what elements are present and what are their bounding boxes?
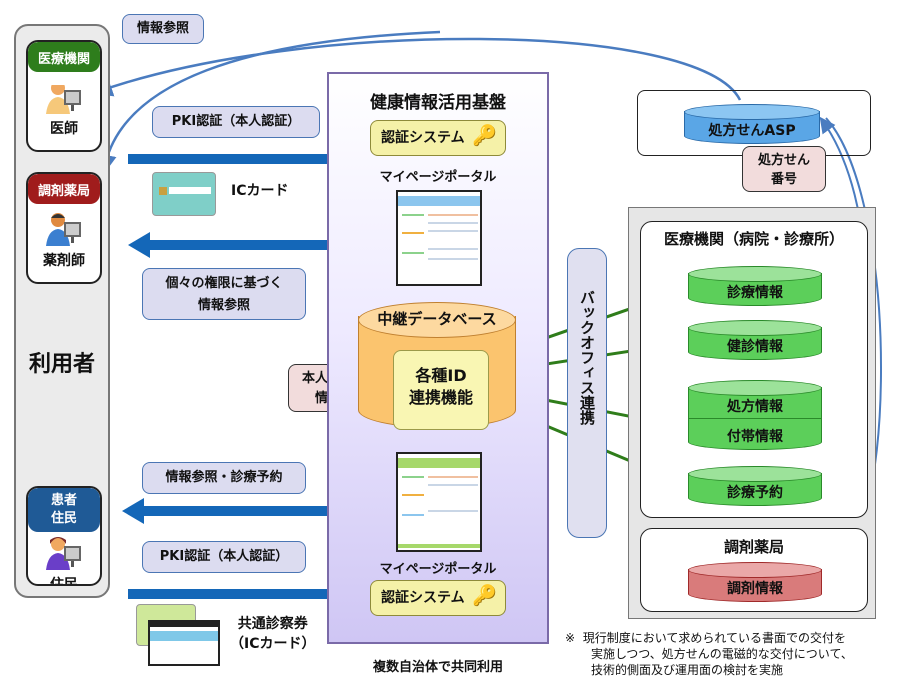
number-line: 処方せん [757, 153, 810, 168]
role-resident: 患者 住民 住民 [26, 486, 102, 586]
pharmacist-icon [44, 210, 84, 248]
db-label: 健診情報 [727, 339, 783, 355]
role-header-line: 患者 [50, 493, 77, 508]
db-label: 調剤情報 [727, 581, 783, 597]
role-header: 患者 住民 [28, 488, 100, 532]
backoffice-label: バックオフィス連携 [578, 290, 596, 425]
prescription-number: 処方せん 番号 [742, 146, 826, 192]
auth-system-top: 認証システム 🔑 [370, 120, 506, 156]
curve-asp-to-pharmacist [96, 30, 441, 175]
portal-screen-top[interactable] [396, 190, 482, 286]
auth-system-label: 認証システム [381, 130, 465, 146]
callout-info-ref-top: 情報参照 [122, 14, 204, 44]
card-label-line: 共通診察券 [237, 616, 308, 632]
ic-card-label: ICカード [231, 183, 289, 199]
asp-label: 処方せんASP [708, 123, 796, 139]
db-label: 診療予約 [727, 485, 783, 501]
callout-info-ref-reserve: 情報参照・診療予約 [142, 462, 306, 494]
relay-database-title: 中継データベース [377, 310, 497, 328]
relay-database-top [358, 302, 516, 338]
prescription-asp-db: 処方せんASP [684, 104, 820, 144]
id-line: 連携機能 [408, 388, 473, 407]
medical-institution-title: 医療機関（病院・診療所） [663, 230, 844, 248]
role-name: 住民 [50, 577, 78, 586]
role-name: 薬剤師 [43, 253, 85, 269]
db-clinical-info: 診療情報 [688, 266, 822, 306]
auth-system-bottom: 認証システム 🔑 [370, 580, 506, 616]
role-name: 医師 [50, 121, 78, 137]
db-label: 処方情報 [727, 399, 783, 415]
note-mark: ※ [565, 631, 576, 645]
ic-card-image [152, 172, 216, 216]
db-checkup-info: 健診情報 [688, 320, 822, 360]
pharmacy-title: 調剤薬局 [723, 538, 784, 556]
db-label: 付帯情報 [727, 429, 783, 445]
portal-label-top: マイページポータル [379, 170, 497, 185]
backoffice-link [567, 248, 607, 538]
resident-icon [44, 534, 84, 572]
users-label: 利用者 [28, 352, 95, 377]
shared-use-label: 複数自治体で共同利用 [372, 660, 503, 675]
role-header-line: 住民 [50, 511, 77, 526]
callout-line: 情報参照 [197, 298, 250, 313]
flow-info-ref [128, 232, 360, 258]
doctor-icon [44, 78, 84, 116]
key-icon: 🔑 [472, 583, 497, 607]
footnote: ※ 現行制度において求められている書面での交付を 実施しつつ、処方せんの電磁的な… [565, 630, 853, 678]
curve-asp-to-doctor [92, 37, 742, 101]
callout-line: 個々の権限に基づく [165, 276, 283, 291]
note-line: 実施しつつ、処方せんの電磁的な交付について、 [591, 647, 853, 661]
db-dispensing-info: 調剤情報 [688, 562, 822, 602]
note-line: 現行制度において求められている書面での交付を [582, 631, 846, 645]
platform-title: 健康情報活用基盤 [370, 93, 506, 113]
role-header: 調剤薬局 [28, 174, 100, 204]
db-prescription-info: 処方情報 付帯情報 [688, 380, 822, 450]
card-label-line: （ICカード） [230, 636, 316, 652]
id-linkage-function: 各種ID 連携機能 [393, 350, 489, 430]
auth-system-label: 認証システム [381, 590, 465, 606]
common-card-label: 共通診察券 （ICカード） [230, 614, 315, 654]
callout-pki-bottom: PKI認証（本人認証） [142, 541, 306, 573]
callout-per-authority: 個々の権限に基づく 情報参照 [142, 268, 306, 320]
portal-screen-bottom[interactable] [396, 452, 482, 552]
portal-label-bottom: マイページポータル [379, 562, 497, 577]
db-reservation: 診療予約 [688, 466, 822, 506]
flow-info-ref-reserve [122, 498, 352, 524]
hospital-card-image [148, 620, 220, 666]
note-line: 技術的側面及び運用面の検討を実施 [591, 663, 784, 677]
id-line: 各種ID [415, 366, 467, 385]
key-icon: 🔑 [472, 123, 497, 147]
users-panel: 医療機関 医師 調剤薬局 薬剤師 患者 住民 住民 [14, 24, 110, 598]
role-pharmacist: 調剤薬局 薬剤師 [26, 172, 102, 284]
number-line: 番号 [770, 172, 797, 187]
role-doctor: 医療機関 医師 [26, 40, 102, 152]
db-label: 診療情報 [727, 285, 783, 301]
flow-pki-top [128, 146, 358, 172]
callout-pki-top: PKI認証（本人認証） [152, 106, 320, 138]
role-header: 医療機関 [28, 42, 100, 72]
